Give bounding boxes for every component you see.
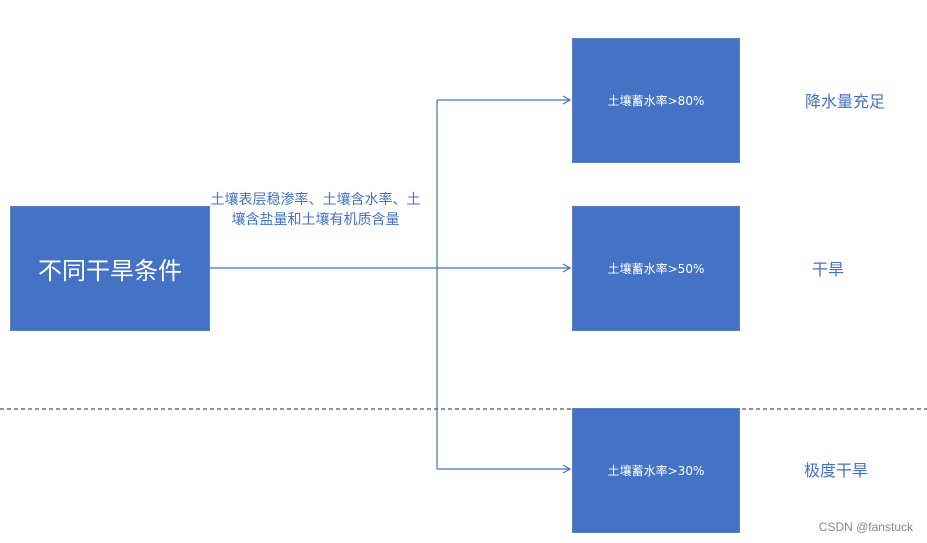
target-node-1: 土壤蓄水率>80%	[572, 38, 740, 163]
target-node-3: 土壤蓄水率>30%	[572, 408, 740, 533]
source-node-label: 不同干旱条件	[38, 257, 182, 285]
edge-label: 土壤表层稳渗率、土壤含水率、土壤含盐量和土壤有机质含量	[210, 192, 421, 228]
target-node-2: 土壤蓄水率>50%	[572, 206, 740, 331]
condition-label-1: 降水量充足	[804, 92, 886, 111]
condition-label-2: 干旱	[811, 260, 845, 279]
target-node-3-label: 土壤蓄水率>30%	[607, 464, 705, 478]
target-node-1-label: 土壤蓄水率>80%	[607, 94, 705, 108]
watermark: CSDN @fanstuck	[818, 520, 913, 534]
condition-label-3: 极度干旱	[803, 461, 869, 480]
target-node-2-label: 土壤蓄水率>50%	[607, 262, 705, 276]
source-node: 不同干旱条件	[10, 206, 210, 331]
